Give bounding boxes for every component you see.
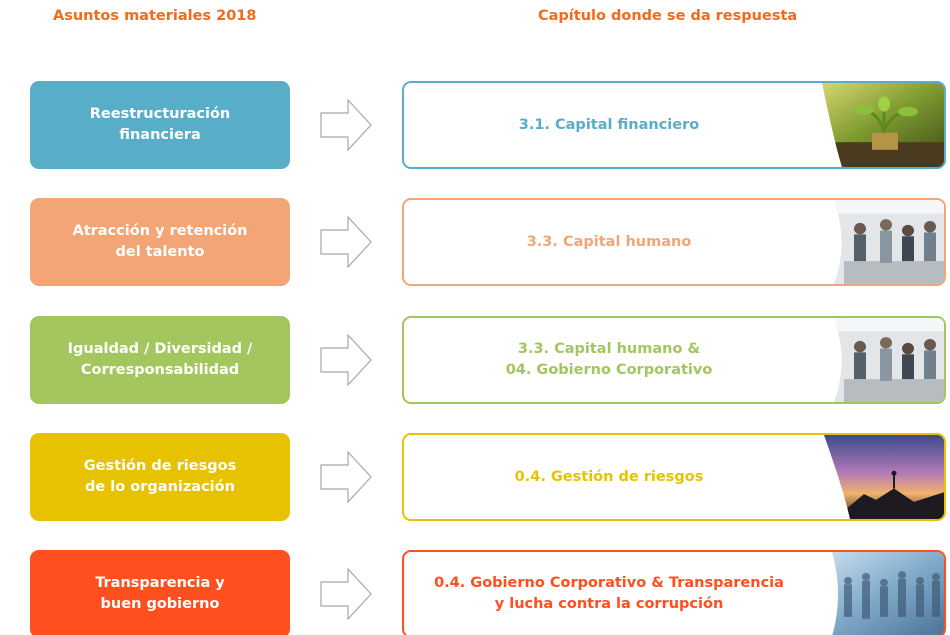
chapter-label: 0.4. Gestión de riesgos: [514, 468, 704, 485]
chapter-label: 0.4. Gobierno Corporativo & Transparenci…: [434, 575, 784, 612]
crowd-walking-photo: [832, 552, 944, 635]
arrow-right-icon: [320, 216, 372, 268]
arrow-right-icon: [320, 334, 372, 386]
office-team-photo: [834, 318, 944, 402]
row-talento: Atracción y retención del talento 3.3. C…: [0, 198, 950, 286]
row-transparencia: Transparencia y buen gobierno 0.4. Gobie…: [0, 550, 950, 635]
row-reestructuracion: Reestructuración financiera 3.1. Capital…: [0, 81, 950, 169]
arrow-right-icon: [320, 568, 372, 620]
chapter-label: 3.3. Capital humano & 04. Gobierno Corpo…: [505, 341, 713, 378]
chapter-card: 0.4. Gobierno Corporativo & Transparenci…: [402, 550, 946, 635]
plant-coins-photo: [822, 83, 944, 167]
office-team-photo: [834, 200, 944, 284]
arrow-right-icon: [320, 451, 372, 503]
topic-box: Igualdad / Diversidad / Corresponsabilid…: [30, 316, 290, 404]
right-column-header: Capítulo donde se da respuesta: [538, 8, 798, 24]
chapter-card: 3.1. Capital financiero: [402, 81, 946, 169]
chapter-card: 3.3. Capital humano & 04. Gobierno Corpo…: [402, 316, 946, 404]
topic-box: Reestructuración financiera: [30, 81, 290, 169]
chapter-label: 3.3. Capital humano: [526, 233, 692, 250]
mountain-sunset-photo: [824, 435, 944, 519]
chapter-label: 3.1. Capital financiero: [518, 116, 700, 133]
row-riesgos: Gestión de riesgos de lo organización 0.…: [0, 433, 950, 521]
left-column-header: Asuntos materiales 2018: [53, 8, 257, 24]
row-igualdad: Igualdad / Diversidad / Corresponsabilid…: [0, 316, 950, 404]
chapter-card: 0.4. Gestión de riesgos: [402, 433, 946, 521]
topic-box: Transparencia y buen gobierno: [30, 550, 290, 635]
topic-box: Gestión de riesgos de lo organización: [30, 433, 290, 521]
arrow-right-icon: [320, 99, 372, 151]
chapter-card: 3.3. Capital humano: [402, 198, 946, 286]
topic-box: Atracción y retención del talento: [30, 198, 290, 286]
